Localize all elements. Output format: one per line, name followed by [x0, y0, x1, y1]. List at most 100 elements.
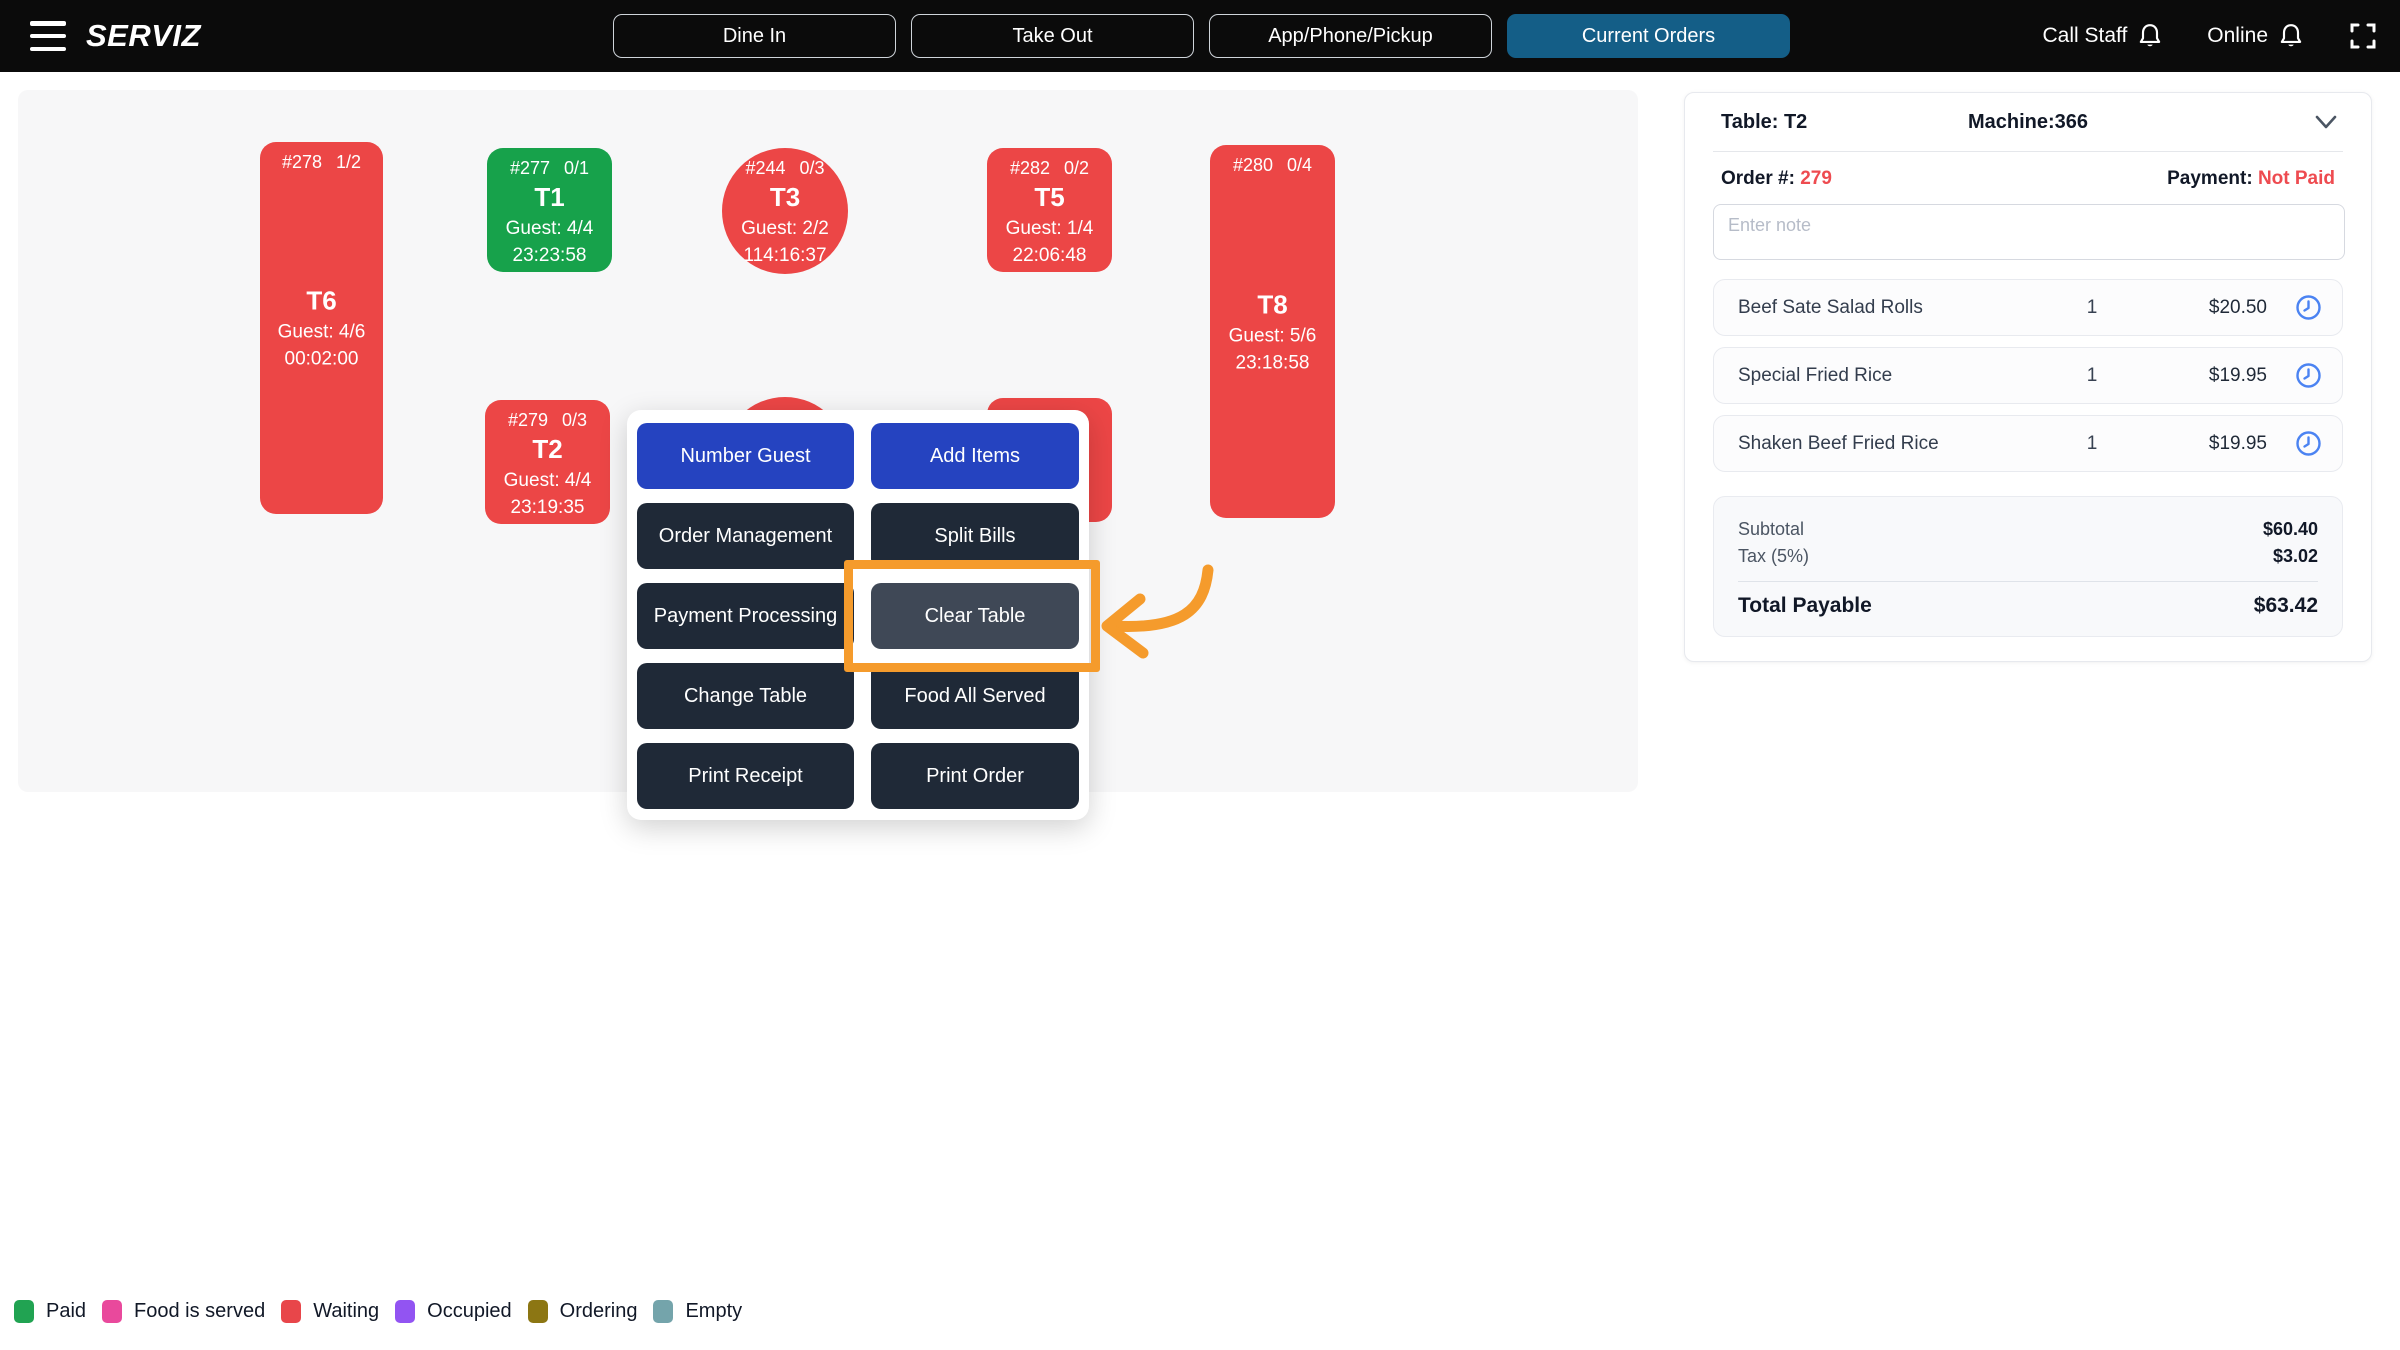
table-guest: Guest: 2/2 [741, 218, 829, 239]
bell-icon [2140, 24, 2161, 47]
change-table-button[interactable]: Change Table [637, 663, 854, 729]
table-title: Table: T2 [1721, 110, 1808, 133]
table-timer: 114:16:37 [743, 245, 827, 266]
number-guest-button[interactable]: Number Guest [637, 423, 854, 489]
subtotal-value: $60.40 [2262, 519, 2318, 539]
legend-item-paid: Paid [14, 1300, 86, 1323]
divider [1738, 581, 2318, 582]
table-name: T1 [534, 182, 565, 212]
ordering-color-swatch [527, 1300, 548, 1323]
waiting-color-swatch [281, 1300, 302, 1323]
tab-current-orders[interactable]: Current Orders [1507, 14, 1790, 58]
item-price: $19.95 [2208, 432, 2267, 454]
totals-summary: Subtotal $60.40 Tax (5%) $3.02 Total Pay… [1713, 496, 2343, 637]
online-label: Online [2207, 24, 2268, 47]
tax-label: Tax (5%) [1738, 546, 1810, 566]
table-guest: Guest: 5/6 [1228, 325, 1317, 346]
item-qty: 1 [2086, 296, 2098, 318]
item-qty: 1 [2086, 432, 2098, 454]
call-staff-label: Call Staff [2042, 24, 2128, 47]
total-label: Total Payable [1738, 594, 1872, 617]
legend-item-occupied: Occupied [395, 1300, 512, 1323]
food-all-served-button[interactable]: Food All Served [871, 663, 1079, 729]
note-input[interactable] [1713, 204, 2345, 260]
tab-dine-in[interactable]: Dine In [613, 14, 896, 58]
empty-color-swatch [653, 1300, 674, 1323]
tab-take-out[interactable]: Take Out [911, 14, 1194, 58]
item-time-button[interactable] [2295, 430, 2322, 457]
split-bills-button[interactable]: Split Bills [871, 503, 1079, 569]
arrow-annotation [1101, 564, 1214, 659]
tax-row: Tax (5%) $3.02 [1738, 546, 2318, 567]
order-management-button[interactable]: Order Management [637, 503, 854, 569]
item-qty: 1 [2086, 364, 2098, 386]
table-action-popup: Number Guest Add Items Order Management … [627, 410, 1089, 820]
table-name: T6 [306, 285, 337, 316]
table-timer: 00:02:00 [284, 348, 359, 370]
payment-status: Payment: Not Paid [2167, 168, 2335, 189]
payment-processing-button[interactable]: Payment Processing [637, 583, 854, 649]
panel-header: Table: T2 Machine:366 [1713, 93, 2343, 151]
item-time-button[interactable] [2295, 294, 2322, 321]
fullscreen-icon [2350, 23, 2376, 49]
fullscreen-button[interactable] [2348, 21, 2378, 51]
total-value: $63.42 [2253, 594, 2318, 617]
call-staff-button[interactable]: Call Staff [2042, 22, 2163, 50]
item-price: $20.50 [2208, 296, 2267, 318]
top-navbar: SERVIZ Dine In Take Out App/Phone/Pickup… [0, 0, 2400, 72]
divider [1713, 151, 2343, 152]
online-status-button[interactable]: Online [2207, 22, 2304, 50]
item-name: Shaken Beef Fried Rice [1738, 432, 1939, 454]
tab-app-phone-pickup[interactable]: App/Phone/Pickup [1209, 14, 1492, 58]
clock-icon [2296, 295, 2321, 320]
table-guest: Guest: 4/6 [277, 321, 366, 343]
legend-item-waiting: Waiting [281, 1300, 379, 1323]
item-time-button[interactable] [2295, 362, 2322, 389]
status-legend: Paid Food is served Waiting Occupied Ord… [14, 1300, 742, 1323]
table-name: T5 [1034, 182, 1065, 212]
order-item-row: Special Fried Rice 1 $19.95 [1713, 347, 2343, 404]
table-guest: Guest: 1/4 [1005, 218, 1094, 239]
tax-value: $3.02 [2272, 546, 2318, 566]
bell-icon [2280, 24, 2302, 47]
order-payment-row: Order #: 279 Payment: Not Paid [1713, 152, 2343, 190]
item-price: $19.95 [2208, 364, 2267, 386]
print-order-button[interactable]: Print Order [871, 743, 1079, 809]
navbar-right-group: Call Staff Online [2042, 0, 2378, 72]
occupied-color-swatch [395, 1300, 416, 1323]
order-item-row: Beef Sate Salad Rolls 1 $20.50 [1713, 279, 2343, 336]
table-guest: Guest: 4/4 [503, 470, 592, 491]
clock-icon [2296, 363, 2321, 388]
order-number: Order #: 279 [1721, 168, 1832, 189]
add-items-button[interactable]: Add Items [871, 423, 1079, 489]
item-name: Special Fried Rice [1738, 364, 1893, 386]
machine-label: Machine:366 [1967, 110, 2089, 133]
clock-icon [2296, 431, 2321, 456]
item-name: Beef Sate Salad Rolls [1738, 296, 1923, 318]
food-served-color-swatch [102, 1300, 123, 1323]
table-timer: 22:06:48 [1012, 245, 1087, 266]
print-receipt-button[interactable]: Print Receipt [637, 743, 854, 809]
hamburger-menu-icon[interactable] [30, 21, 66, 51]
subtotal-label: Subtotal [1738, 519, 1805, 539]
table-name: T8 [1257, 289, 1288, 319]
clear-table-button[interactable]: Clear Table [871, 583, 1079, 649]
legend-item-ordering: Ordering [527, 1300, 637, 1323]
table-guest: Guest: 4/4 [505, 218, 594, 239]
chevron-down-icon[interactable] [2313, 111, 2339, 133]
order-mode-tabs: Dine In Take Out App/Phone/Pickup Curren… [613, 14, 1790, 58]
paid-color-swatch [14, 1300, 34, 1323]
total-payable-row: Total Payable $63.42 [1738, 594, 2318, 618]
